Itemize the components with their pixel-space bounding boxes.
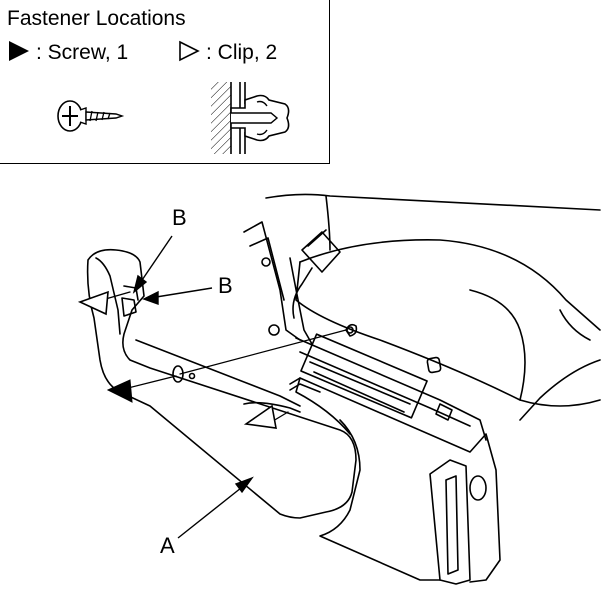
leader-lines: [101, 291, 347, 425]
seat-frame: [243, 221, 487, 441]
side-cover-a: [86, 248, 357, 519]
cover-screw-location: [172, 365, 196, 383]
legend-screw-label: : Screw, 1: [36, 41, 129, 64]
callout-b-right: B: [218, 273, 233, 298]
outline-triangle-icon: [179, 40, 200, 62]
legend-title: Fastener Locations: [7, 7, 186, 30]
callout-b-top: B: [172, 205, 187, 230]
legend-screw-entry: : Screw, 1: [8, 40, 128, 66]
legend-clip-label: : Clip, 2: [206, 41, 278, 64]
callout-a: A: [160, 533, 175, 558]
seat-cushion: [265, 193, 601, 421]
clip-marker-lower: [243, 404, 277, 429]
seat-base-bracket: [289, 377, 501, 585]
seat-belt-buckle: [289, 229, 341, 345]
filled-triangle-icon: [9, 41, 29, 61]
callout-b-right-arrow: [142, 287, 213, 305]
callout-b-top-arrow: [132, 235, 173, 294]
clip-illustration: [211, 82, 290, 154]
screw-illustration: [57, 100, 125, 132]
clip-marker-upper: [77, 290, 109, 316]
screw-marker: [106, 379, 133, 403]
fastener-legend: Fastener Locations : Screw, 1 : Clip, 2: [0, 0, 330, 164]
legend-clip-entry: : Clip, 2: [178, 40, 277, 66]
callout-a-arrow: [177, 476, 254, 539]
